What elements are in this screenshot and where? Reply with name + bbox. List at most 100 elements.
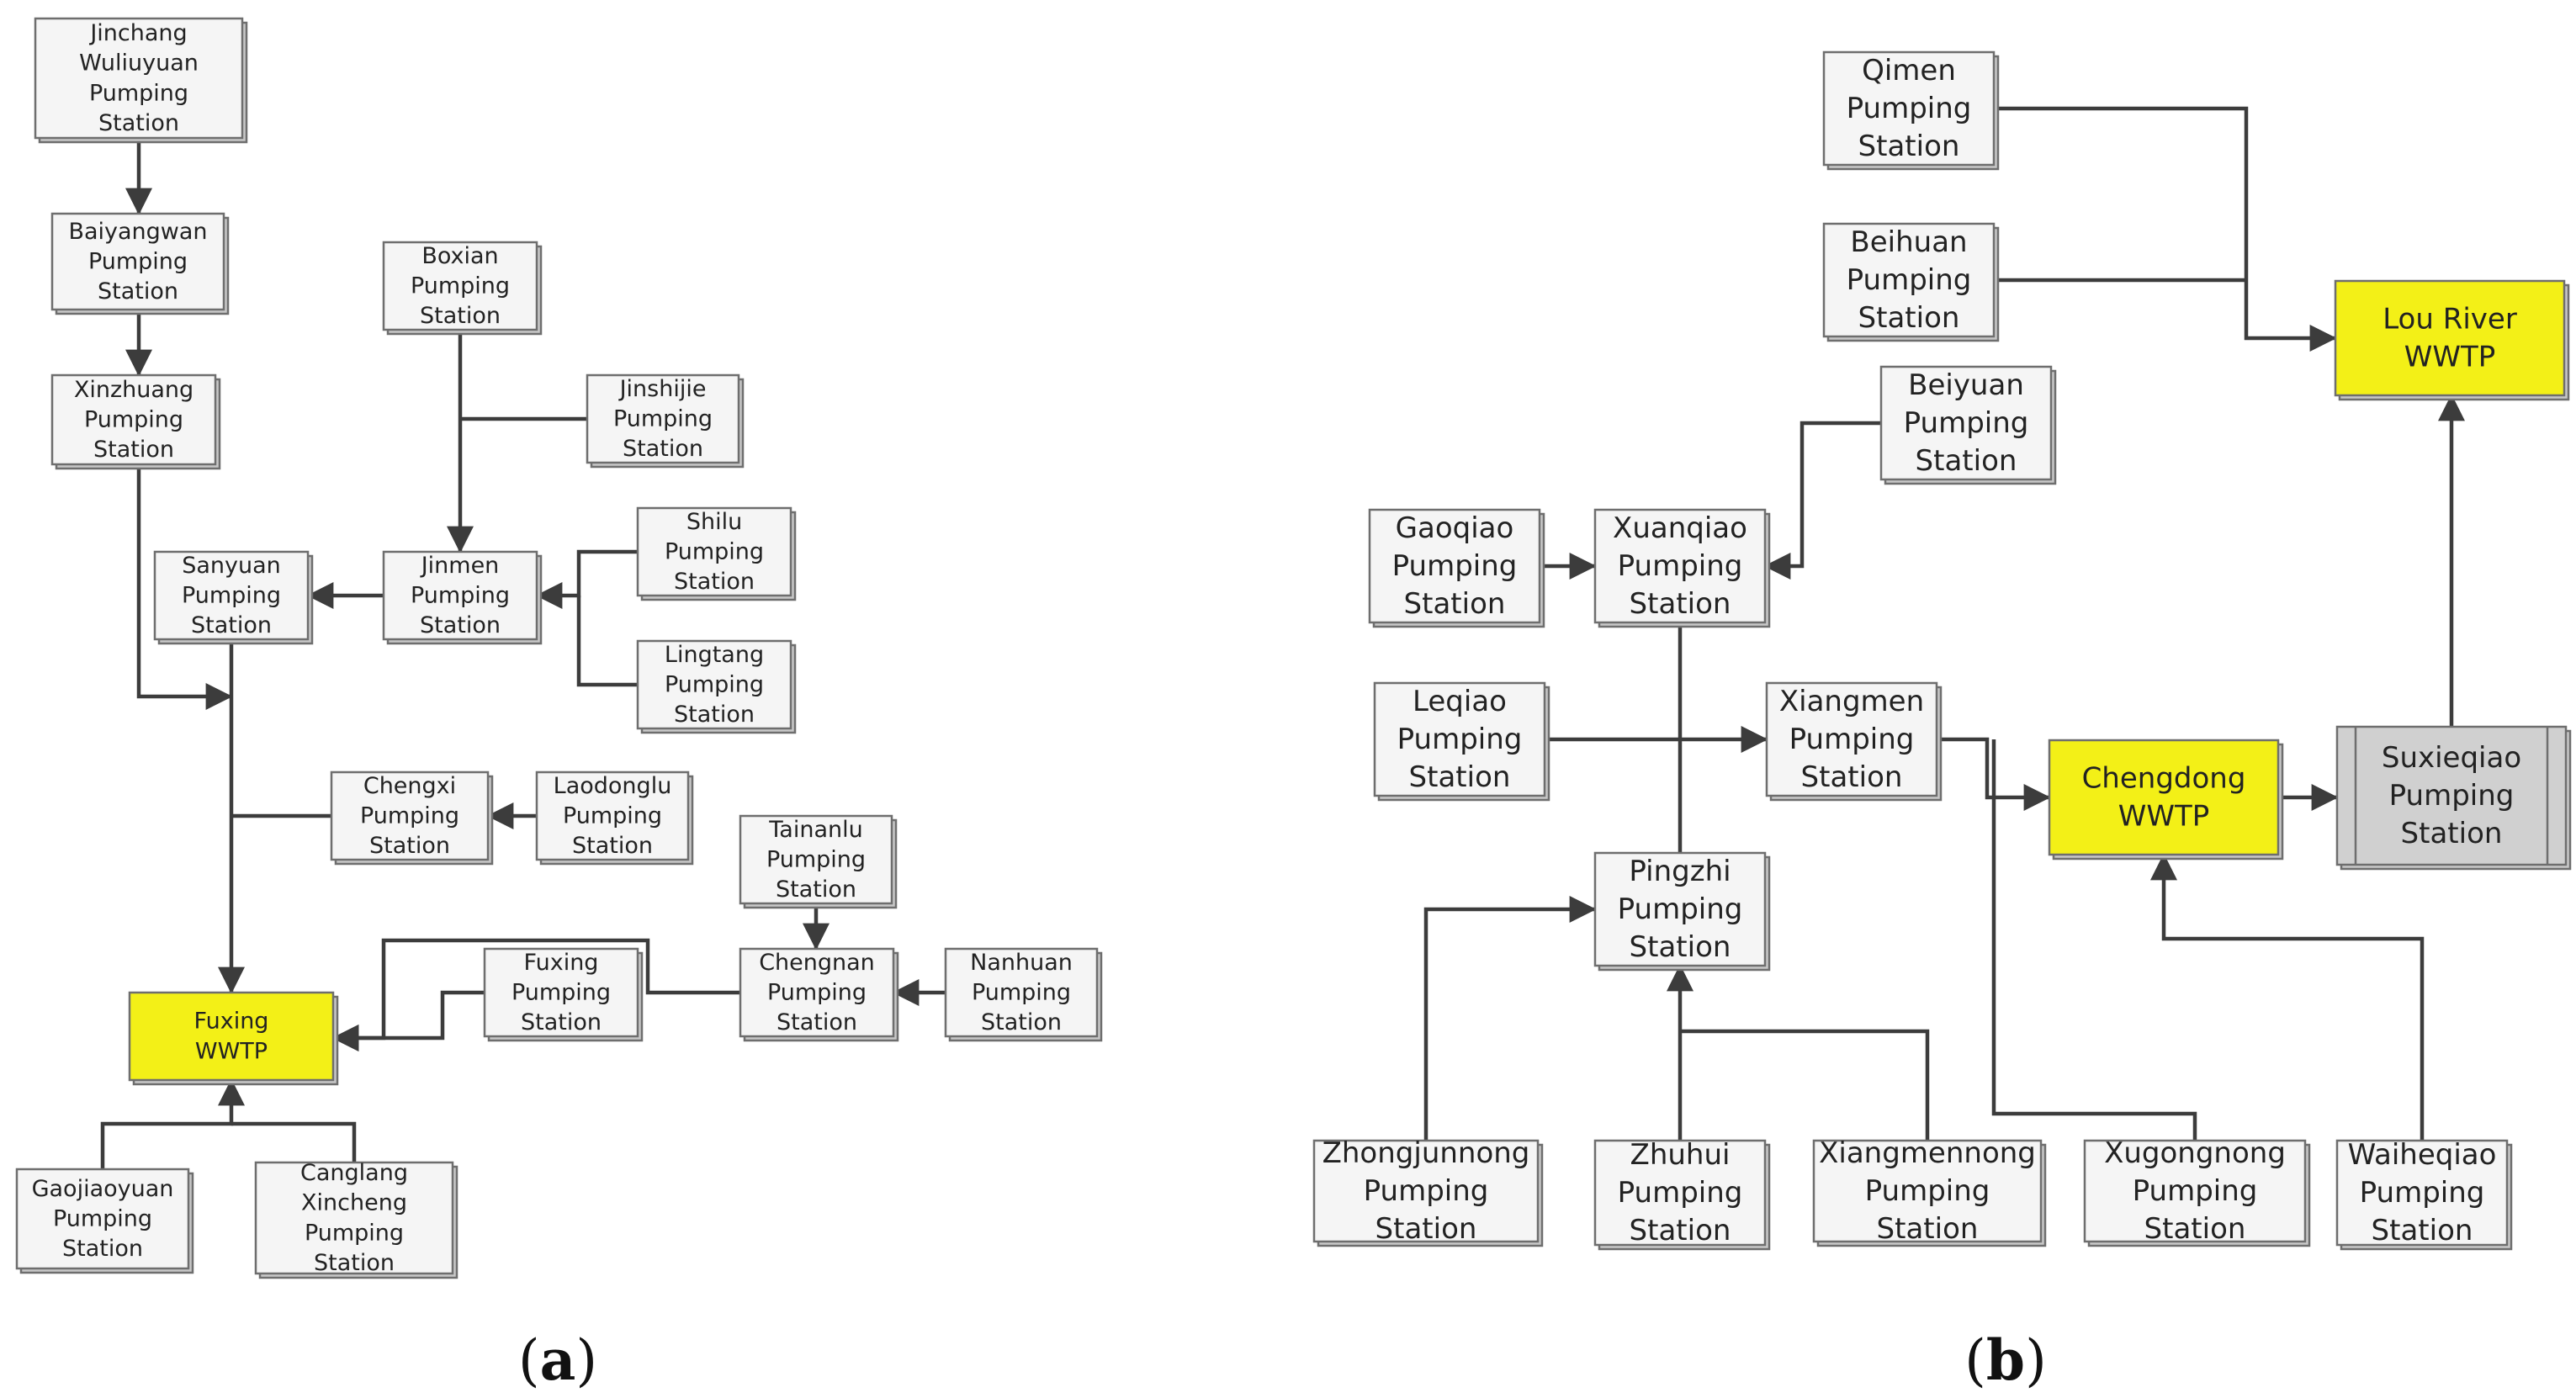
- node-label-line: Waiheqiao: [2348, 1138, 2497, 1172]
- edge-gaojiaoyuan-fuxing: [100, 1078, 245, 1169]
- node-label-line: Jinmen: [420, 553, 500, 579]
- node-label-line: Pumping: [767, 980, 867, 1006]
- node-label-line: Pumping: [665, 672, 764, 698]
- node-box: [1822, 50, 1996, 167]
- node-label-line: Station: [2401, 817, 2503, 850]
- node-box: [382, 241, 538, 331]
- node-box: [535, 770, 690, 861]
- node-box: [50, 212, 225, 311]
- node-box: [2335, 1139, 2509, 1247]
- node-label-line: Station: [62, 1236, 143, 1262]
- edge-xiangmen-chengdong: [1937, 737, 2051, 811]
- edge-xiangmennong-join: [1680, 1029, 1930, 1141]
- node-label-line: Station: [420, 612, 501, 638]
- node-label-line: Xugongnong: [2104, 1136, 2286, 1170]
- edge-xugongnong-join: [1991, 739, 2197, 1141]
- station-nodes: JinchangWuliuyuanPumpingStationBaiyangwa…: [15, 17, 2572, 1279]
- node-label-line: Xinzhuang: [74, 377, 193, 403]
- node-label-line: Pumping: [563, 803, 662, 829]
- node-box: [2335, 725, 2568, 866]
- node-label-line: Station: [1877, 1212, 1979, 1246]
- node-box: [1593, 508, 1767, 624]
- node-box: [15, 1168, 190, 1270]
- node-label-line: Pumping: [360, 803, 459, 829]
- node-label-line: Pumping: [1904, 406, 2029, 440]
- node-label-line: Laodonglu: [554, 773, 672, 799]
- node-label-line: Station: [521, 1009, 602, 1035]
- node-label-line: Jinshijie: [618, 376, 707, 402]
- node-label-line: Station: [98, 110, 179, 136]
- node-label-line: Pumping: [1847, 263, 1972, 297]
- node-label-line: Pumping: [665, 539, 764, 565]
- node-label-line: Pumping: [2389, 779, 2515, 813]
- node-box: [34, 17, 244, 140]
- node-box: [739, 947, 895, 1038]
- node-label-line: Jinchang: [88, 20, 187, 46]
- node-label-line: Station: [191, 612, 272, 638]
- node-box: [50, 373, 217, 466]
- node-label-line: WWTP: [2118, 799, 2210, 833]
- node-label-line: Pumping: [1618, 549, 1743, 583]
- node-label-line: Pumping: [89, 80, 188, 106]
- panel-label-a: (a): [518, 1327, 597, 1393]
- node-label-line: Beihuan: [1850, 225, 1967, 259]
- node-label-line: Station: [777, 1009, 857, 1035]
- node-label-line: Station: [1858, 130, 1960, 163]
- node-box: [1765, 681, 1938, 797]
- edge-canglang-join: [231, 1121, 357, 1162]
- node-label-line: Station: [93, 437, 174, 463]
- node-label-line: Xiangmennong: [1819, 1136, 2036, 1170]
- node-label-line: Beiyuan: [1908, 368, 2024, 402]
- edge-waiheqiao-chengdong: [2150, 853, 2425, 1141]
- node-label-line: Gaojiaoyuan: [32, 1176, 174, 1202]
- node-label-line: Station: [1801, 760, 1903, 794]
- node-label-line: Station: [369, 833, 450, 859]
- node-label-line: Chengnan: [759, 950, 875, 976]
- node-label-line: Shilu: [686, 509, 742, 535]
- node-box: [2334, 279, 2566, 397]
- node-label-line: Station: [420, 303, 501, 329]
- node-box: [1822, 222, 1996, 338]
- node-label-line: Baiyangwan: [68, 219, 207, 245]
- node-label-line: Chengdong: [2082, 762, 2246, 796]
- node-label-line: Pumping: [766, 847, 866, 873]
- node-box: [1373, 681, 1546, 797]
- node-label-line: Pumping: [1618, 892, 1743, 926]
- node-label-line: Pumping: [1364, 1174, 1489, 1208]
- node-box: [1879, 365, 2053, 481]
- node-box: [254, 1161, 454, 1275]
- node-label-line: Boxian: [421, 243, 498, 269]
- edge-lingtang-join: [576, 596, 638, 687]
- node-box: [636, 506, 792, 597]
- node-label-line: Chengxi: [363, 773, 456, 799]
- node-label-line: Station: [981, 1009, 1062, 1035]
- edge-fuxingps-fuxing: [331, 990, 485, 1051]
- connection-lines: [100, 106, 2465, 1169]
- node-label-line: Lingtang: [665, 642, 764, 668]
- node-label-line: Leqiao: [1413, 685, 1507, 718]
- node-box: [1593, 851, 1767, 967]
- node-box: [1593, 1139, 1767, 1247]
- node-label-line: Gaoqiao: [1396, 511, 1514, 545]
- edge-qimen-louriver: [1994, 106, 2337, 352]
- node-label-line: Station: [1404, 587, 1506, 621]
- node-label-line: Pumping: [411, 583, 510, 609]
- node-label-line: Station: [572, 833, 653, 859]
- node-label-line: Station: [623, 436, 703, 462]
- node-label-line: Pumping: [411, 273, 510, 299]
